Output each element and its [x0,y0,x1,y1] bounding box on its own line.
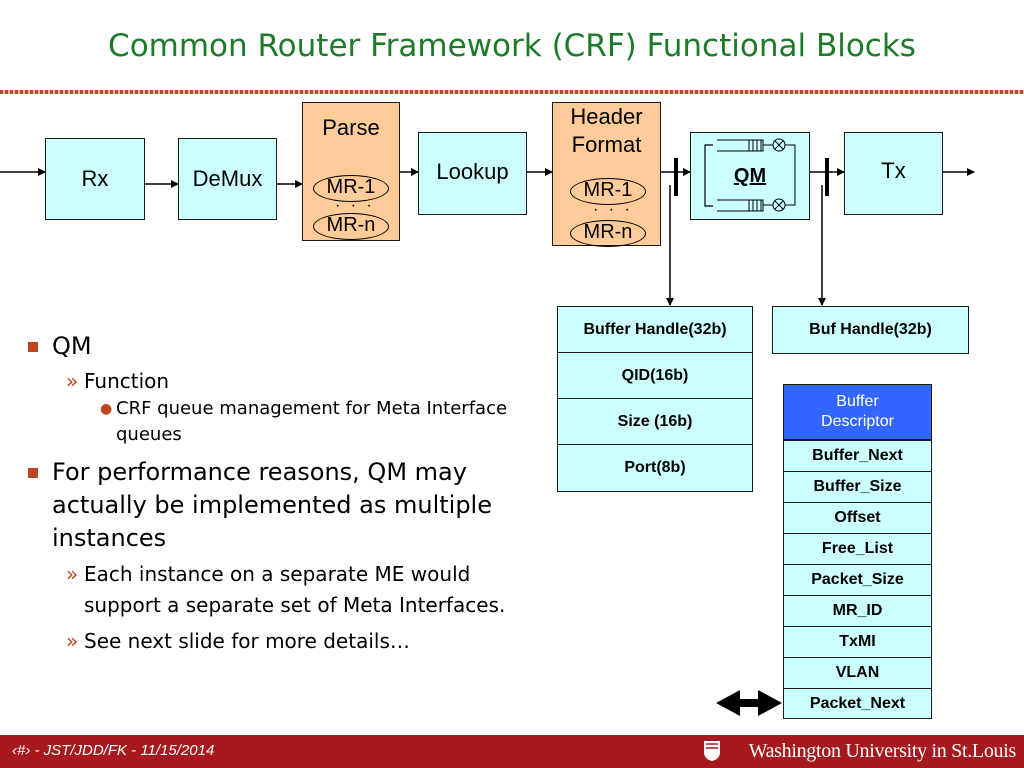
descriptor-field-buffer-size: Buffer_Size [783,471,932,503]
descriptor-field-mr-id: MR_ID [783,595,932,627]
bullet-function: » Function [28,367,538,396]
qm-input-buf-handle: Buf Handle(32b) [772,306,969,354]
descriptor-field-packet-size: Packet_Size [783,564,932,596]
parse-mr-first: MR-1 [313,175,389,202]
descriptor-field-offset: Offset [783,502,932,534]
parse-block: Parse MR-1 · · · MR-n [302,102,400,241]
demux-block: DeMux [178,138,277,220]
footer-bar: ‹#› - JST/JDD/FK - 11/15/2014 Washington… [0,735,1024,768]
bullet-each-instance: » Each instance on a separate ME would s… [28,559,538,621]
header-format-block: Header Format MR-1 · · · MR-n [552,102,661,247]
tx-label: Tx [881,157,906,183]
title-divider [0,90,1024,94]
demux-label: DeMux [192,166,263,191]
square-bullet-icon [28,468,38,478]
queue-icon [704,138,796,212]
square-bullet-icon [28,342,38,352]
header-mr-last: MR-n [570,220,646,247]
header-mr-first: MR-1 [570,178,646,205]
chevron-bullet-icon: » [66,562,79,586]
qm-block: QM [690,132,810,220]
lookup-label: Lookup [436,158,509,184]
header-mr-dots: · · · [593,201,633,218]
bullet-qm-text: QM [52,332,92,360]
bullet-see-next: » See next slide for more details… [28,627,538,656]
qm-output-port: Port(8b) [557,444,753,492]
bullet-qm: QM [28,330,538,363]
qm-output-size: Size (16b) [557,398,753,446]
header-format-line2: Format [571,132,642,157]
rx-label: Rx [81,166,109,191]
buffer-descriptor-header: Buffer Descriptor [783,384,932,440]
slide-title: Common Router Framework (CRF) Functional… [108,28,916,64]
bullet-each-instance-text: Each instance on a separate ME would sup… [84,562,506,617]
buffer-descriptor-header-line2: Descriptor [821,413,894,430]
qm-output-qid: QID(16b) [557,352,753,400]
header-format-line1: Header [570,104,643,129]
bullet-performance-text: For performance reasons, QM may actually… [52,458,492,552]
rx-block: Rx [45,138,145,220]
parse-label: Parse [322,115,380,140]
descriptor-field-buffer-next: Buffer_Next [783,440,932,472]
lookup-block: Lookup [418,132,527,215]
descriptor-field-vlan: VLAN [783,657,932,689]
bullet-crf-queue-text: CRF queue management for Meta Interface … [116,398,508,445]
parse-mr-last: MR-n [313,213,389,240]
descriptor-field-free-list: Free_List [783,533,932,565]
buffer-descriptor-header-line1: Buffer [836,393,879,410]
qm-label: QM [733,165,767,187]
footer-text: ‹#› - JST/JDD/FK - 11/15/2014 [12,742,215,759]
bullet-list: QM » Function ● CRF queue management for… [28,330,538,656]
university-seal-icon [704,741,720,761]
qm-output-buffer-handle: Buffer Handle(32b) [557,306,753,354]
tx-block: Tx [844,132,943,215]
descriptor-field-txmi: TxMI [783,626,932,658]
pipeline-connectors [0,158,975,716]
double-arrow-icon [716,690,782,716]
descriptor-field-packet-next: Packet_Next [783,688,932,719]
university-name: Washington University in St.Louis [748,740,1017,762]
bullet-function-text: Function [84,369,170,393]
bullet-crf-queue: ● CRF queue management for Meta Interfac… [28,396,538,448]
chevron-bullet-icon: » [66,369,79,393]
bullet-performance: For performance reasons, QM may actually… [28,456,538,555]
dot-bullet-icon: ● [100,401,113,417]
bullet-see-next-text: See next slide for more details… [84,629,410,653]
parse-mr-dots: · · · [335,197,375,214]
chevron-bullet-icon: » [66,629,79,653]
